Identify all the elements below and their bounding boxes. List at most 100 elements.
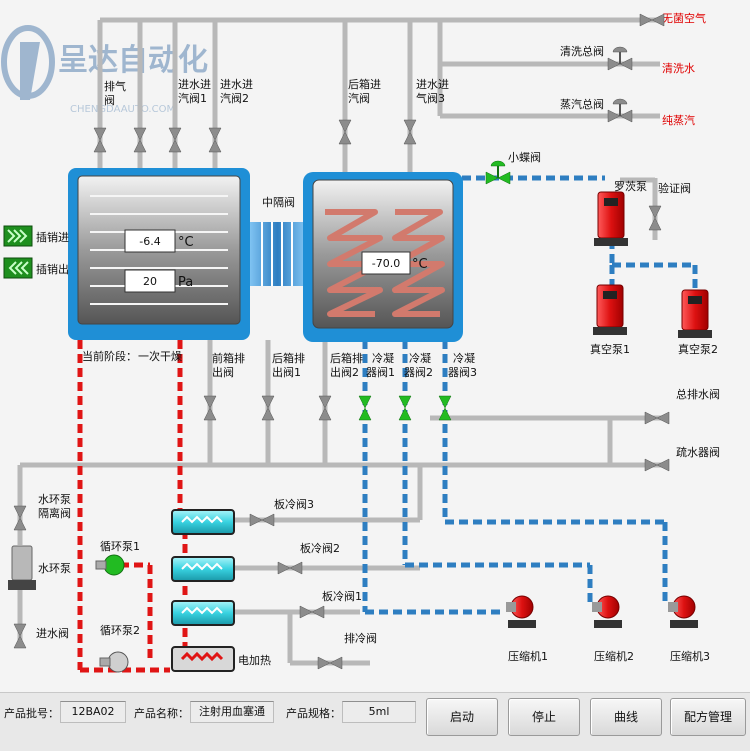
water-pump-iso-valve-icon[interactable] bbox=[13, 505, 27, 531]
plate-heat-exchanger-3 bbox=[171, 509, 235, 535]
batch-label: 产品批号： bbox=[4, 707, 59, 720]
condenser-valve-3-icon[interactable] bbox=[438, 395, 452, 421]
compressor-2-icon[interactable] bbox=[592, 595, 622, 628]
green-valves bbox=[358, 160, 511, 421]
plate-cool-3-valve-icon[interactable] bbox=[249, 513, 275, 527]
steam-main-valve-icon[interactable] bbox=[607, 98, 633, 123]
output-cleaning-water: 清洗水 bbox=[662, 62, 695, 75]
plug-out-control[interactable]: 插销出 bbox=[3, 257, 69, 279]
steam-main-valve-label: 蒸汽总阀 bbox=[560, 97, 604, 111]
verify-valve-icon[interactable] bbox=[648, 205, 662, 231]
rear-temperature-display bbox=[361, 251, 411, 275]
trap-valve-label: 疏水器阀 bbox=[676, 445, 720, 459]
circulation-pump-2-label: 循环泵2 bbox=[100, 624, 140, 637]
sterile-air-valve-icon[interactable] bbox=[639, 13, 665, 27]
inlet-valve-3-icon[interactable] bbox=[208, 127, 222, 153]
curve-button[interactable]: 曲线 bbox=[590, 698, 662, 736]
water-inlet-valve-label: 进水阀 bbox=[36, 626, 69, 640]
chevrons-right-icon bbox=[7, 229, 28, 243]
trap-valve-icon[interactable] bbox=[644, 458, 670, 472]
compressor-3-label: 压缩机3 bbox=[670, 649, 710, 663]
plate-cool-2-label: 板冷阀2 bbox=[300, 541, 340, 555]
condenser-valve-1-icon[interactable] bbox=[358, 395, 372, 421]
water-inlet-valve-icon[interactable] bbox=[13, 623, 27, 649]
main-drain-valve-icon[interactable] bbox=[644, 411, 670, 425]
start-button[interactable]: 启动 bbox=[426, 698, 498, 736]
condenser-valve-2-label-1: 冷凝 bbox=[409, 351, 431, 365]
heater-coil-icon bbox=[180, 651, 224, 662]
stop-button[interactable]: 停止 bbox=[508, 698, 580, 736]
chevrons-left-icon bbox=[8, 261, 29, 275]
water-pump-iso-label-2: 隔离阀 bbox=[38, 506, 71, 520]
plate-cool-1-valve-icon[interactable] bbox=[299, 605, 325, 619]
middle-valve-label: 中隔阀 bbox=[262, 195, 295, 209]
spec-label: 产品规格： bbox=[286, 707, 341, 720]
rear-drain-1-valve-icon[interactable] bbox=[261, 395, 275, 421]
inlet-valve-1-label-1: 进水进 bbox=[178, 78, 211, 91]
vacuum-pump-1-label: 真空泵1 bbox=[590, 342, 630, 356]
inlet-valve-2-label-1: 进水进 bbox=[220, 78, 253, 91]
front-pressure-value: 20 bbox=[143, 275, 157, 288]
rear-drain-1-label-2: 出阀1 bbox=[272, 365, 301, 379]
middle-connector bbox=[250, 222, 305, 286]
compressor-3-icon[interactable] bbox=[668, 595, 698, 628]
rear-drain-2-valve-icon[interactable] bbox=[318, 395, 332, 421]
butterfly-valve-label: 小蝶阀 bbox=[508, 150, 541, 164]
inlet-valve-rear-icon[interactable] bbox=[403, 119, 417, 145]
plate-cool-2-valve-icon[interactable] bbox=[277, 561, 303, 575]
vacuum-pump-1-icon[interactable] bbox=[593, 284, 627, 335]
output-pure-steam: 纯蒸汽 bbox=[662, 113, 695, 127]
circulation-pump-2-icon[interactable] bbox=[99, 651, 129, 673]
drain-valve-icon[interactable] bbox=[317, 656, 343, 670]
circulation-pump-1-icon[interactable] bbox=[95, 554, 125, 576]
clean-main-valve-icon[interactable] bbox=[607, 46, 633, 71]
clean-main-valve-label: 清洗总阀 bbox=[560, 44, 604, 58]
rear-inlet-valve-label-1: 后箱进 bbox=[348, 77, 381, 91]
inlet-valve-1-icon[interactable] bbox=[133, 127, 147, 153]
front-drain-valve-label-1: 前箱排 bbox=[212, 351, 245, 365]
rear-temperature-value: -70.0 bbox=[372, 257, 400, 270]
inlet-valve-2-icon[interactable] bbox=[168, 127, 182, 153]
rear-inlet-valve-icon[interactable] bbox=[338, 119, 352, 145]
gray-valves bbox=[13, 13, 670, 670]
drain-valve-label: 排冷阀 bbox=[344, 631, 377, 645]
roots-pump-icon[interactable] bbox=[594, 191, 628, 246]
front-temperature-value: -6.4 bbox=[139, 235, 160, 248]
water-ring-pump-label: 水环泵 bbox=[38, 562, 71, 575]
exhaust-valve-icon[interactable] bbox=[93, 127, 107, 153]
front-pressure-unit: Pa bbox=[178, 275, 193, 290]
condenser-valve-3-label-1: 冷凝 bbox=[453, 351, 475, 365]
condenser-valve-2-label-2: 器阀2 bbox=[404, 365, 433, 379]
inlet-valve-1-label-2: 汽阀1 bbox=[178, 91, 207, 105]
condenser-coil bbox=[325, 209, 445, 317]
vacuum-pump-2-icon[interactable] bbox=[678, 289, 712, 338]
verify-valve-label: 验证阀 bbox=[658, 181, 691, 195]
rear-drain-2-label-1: 后箱排 bbox=[330, 351, 363, 365]
rear-drain-1-label-1: 后箱排 bbox=[272, 351, 305, 365]
electric-heater[interactable] bbox=[171, 646, 235, 672]
circulation-pump-1-label: 循环泵1 bbox=[100, 540, 140, 553]
plate-cool-1-label: 板冷阀1 bbox=[322, 589, 362, 603]
footer-bar: 产品批号： 12BA02 产品名称： 注射用血塞通 产品规格： 5ml 启动 停… bbox=[0, 692, 750, 751]
compressor-1-icon[interactable] bbox=[506, 595, 536, 628]
butterfly-valve-icon[interactable] bbox=[485, 160, 511, 185]
compressor-1-label: 压缩机1 bbox=[508, 649, 548, 663]
condenser-valve-2-icon[interactable] bbox=[398, 395, 412, 421]
plug-in-control[interactable]: 插销进 bbox=[3, 225, 69, 247]
condenser-valve-1-label-1: 冷凝 bbox=[372, 351, 394, 365]
plate-heat-exchanger-2 bbox=[171, 556, 235, 582]
plug-in-label: 插销进 bbox=[36, 230, 69, 244]
recipe-button[interactable]: 配方管理 bbox=[670, 698, 746, 736]
condenser-valve-3-label-2: 器阀3 bbox=[448, 365, 477, 379]
water-ring-pump-icon[interactable] bbox=[8, 545, 36, 590]
exhaust-valve-label-1: 排气 bbox=[104, 79, 126, 93]
rear-drain-2-label-2: 出阀2 bbox=[330, 365, 359, 379]
front-drain-valve-icon[interactable] bbox=[203, 395, 217, 421]
name-field: 注射用血塞通 bbox=[190, 701, 274, 723]
compressor-2-label: 压缩机2 bbox=[594, 649, 634, 663]
plate-heat-exchanger-1 bbox=[171, 600, 235, 626]
stage-label: 当前阶段： bbox=[82, 349, 137, 363]
water-pump-iso-label-1: 水环泵 bbox=[38, 493, 71, 506]
inlet-valve-3-label-2: 气阀3 bbox=[416, 91, 445, 105]
